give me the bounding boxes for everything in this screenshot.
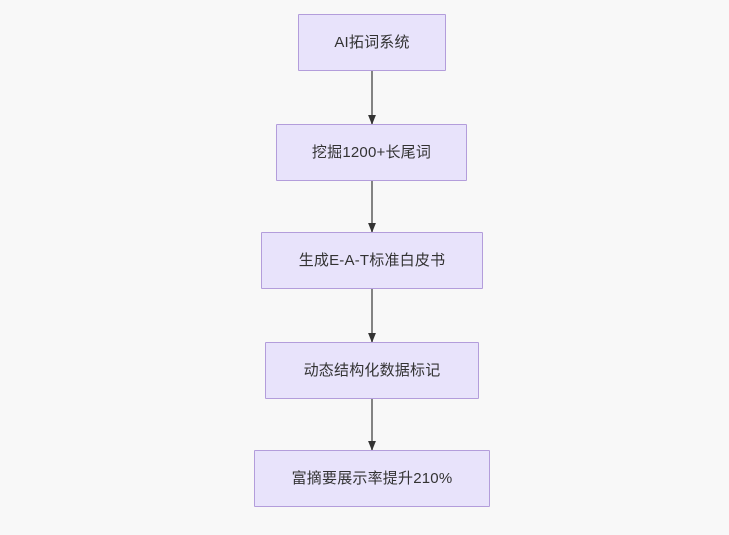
flow-node-2[interactable]: 挖掘1200+长尾词 — [276, 124, 467, 181]
flow-node-1[interactable]: AI拓词系统 — [298, 14, 446, 71]
flow-node-4-label: 动态结构化数据标记 — [303, 361, 441, 379]
flow-node-5-label: 富摘要展示率提升210% — [291, 469, 453, 487]
flow-node-5[interactable]: 富摘要展示率提升210% — [254, 450, 490, 507]
flow-node-1-label: AI拓词系统 — [334, 33, 410, 51]
flow-node-3[interactable]: 生成E-A-T标准白皮书 — [261, 232, 483, 289]
flow-node-4[interactable]: 动态结构化数据标记 — [265, 342, 479, 399]
flow-node-2-label: 挖掘1200+长尾词 — [311, 143, 432, 161]
flow-node-3-label: 生成E-A-T标准白皮书 — [298, 251, 446, 269]
